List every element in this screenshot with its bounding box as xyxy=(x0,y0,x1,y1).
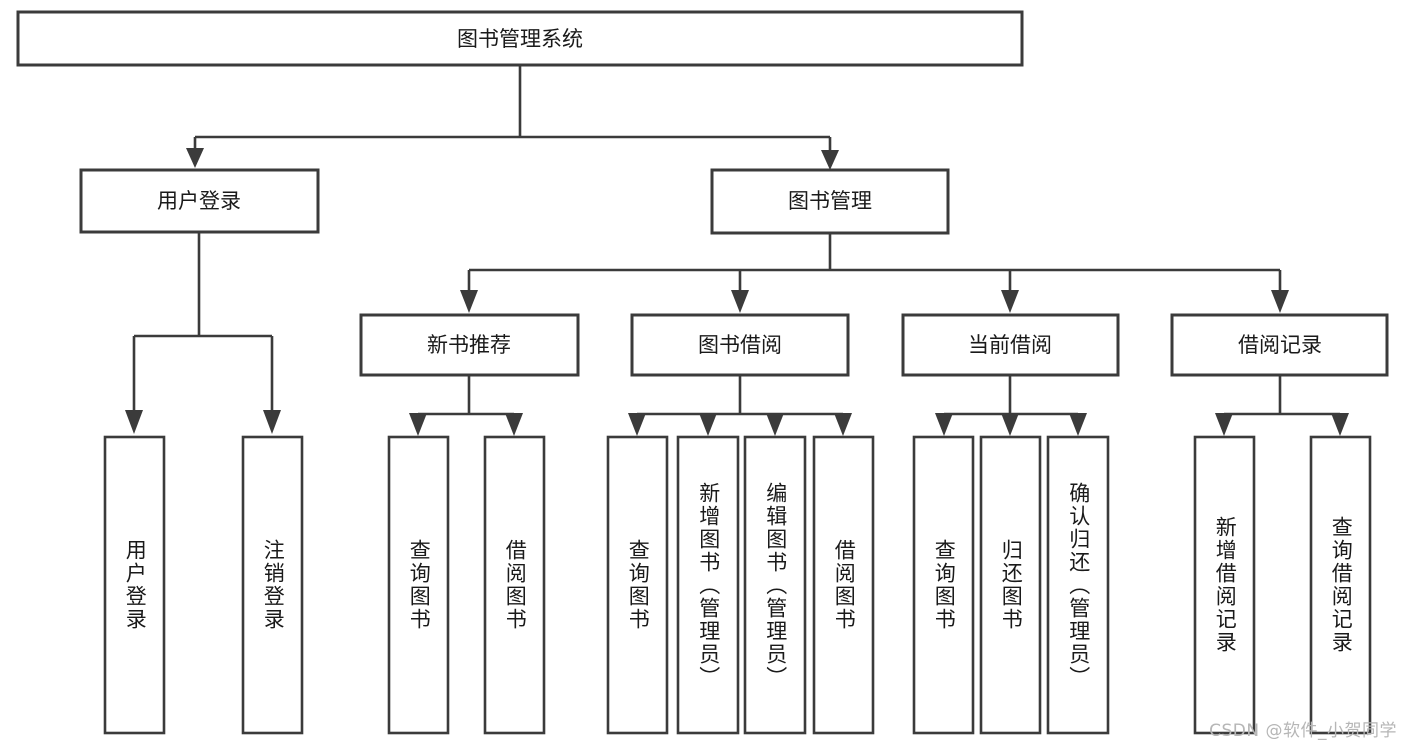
leaf-box-user-login-2[interactable] xyxy=(241,435,304,735)
arrow-head-book-borrow xyxy=(731,290,749,313)
leaf-box-current-borrow-2[interactable] xyxy=(979,435,1042,735)
node-book-management[interactable]: 图书管理 xyxy=(710,168,950,235)
arrow-head-book-mgmt xyxy=(821,150,839,170)
arrow-head-bb-leaf-3 xyxy=(766,413,784,436)
node-root-box xyxy=(16,10,1024,67)
arrow-head-bb-leaf-1 xyxy=(628,413,646,436)
arrow-head-br-leaf-2 xyxy=(1331,413,1349,436)
leaf-box-new-book-recommend-1[interactable] xyxy=(387,435,450,735)
arrow-head-user-login xyxy=(186,148,204,168)
node-borrow-record[interactable]: 借阅记录 xyxy=(1170,313,1389,377)
leaf-box-book-borrow-3[interactable] xyxy=(743,435,807,735)
leaf-box-user-login-1[interactable] xyxy=(103,435,166,735)
leaf-box-new-book-recommend-2[interactable] xyxy=(483,435,546,735)
node-new-book-recommend-label: 新书推荐 xyxy=(427,333,511,357)
node-new-book-recommend[interactable]: 新书推荐 xyxy=(359,313,580,377)
arrow-head-br-leaf-1 xyxy=(1215,413,1233,436)
leaf-box-borrow-record-1[interactable] xyxy=(1193,435,1256,735)
node-borrow-record-box xyxy=(1170,313,1389,377)
node-user-login[interactable]: 用户登录 xyxy=(79,168,320,234)
node-user-login-label: 用户登录 xyxy=(157,189,241,213)
node-current-borrow-box xyxy=(901,313,1120,377)
arrow-head-borrow-record xyxy=(1271,290,1289,313)
arrow-head-nbr-leaf-2 xyxy=(505,413,523,436)
arrow-head-new-book-recommend xyxy=(460,290,478,313)
csdn-watermark: CSDN @软件_小贺同学 xyxy=(1209,721,1397,741)
node-book-management-label: 图书管理 xyxy=(788,189,872,213)
arrow-head-current-borrow xyxy=(1001,290,1019,313)
leaf-box-book-borrow-4[interactable] xyxy=(812,435,875,735)
leaf-box-book-borrow-1[interactable] xyxy=(606,435,669,735)
arrow-head-user-login-leaf-1 xyxy=(125,410,143,434)
node-root[interactable]: 图书管理系统 xyxy=(16,10,1024,67)
arrow-head-cb-leaf-3 xyxy=(1069,413,1087,436)
arrow-head-user-login-leaf-2 xyxy=(263,410,281,434)
node-new-book-recommend-box xyxy=(359,313,580,377)
node-current-borrow-label: 当前借阅 xyxy=(968,333,1052,357)
arrow-head-cb-leaf-1 xyxy=(935,413,953,436)
node-current-borrow[interactable]: 当前借阅 xyxy=(901,313,1120,377)
arrow-head-bb-leaf-2 xyxy=(699,413,717,436)
leaf-box-borrow-record-2[interactable] xyxy=(1309,435,1372,735)
node-book-borrow[interactable]: 图书借阅 xyxy=(630,313,850,377)
node-book-borrow-label: 图书借阅 xyxy=(698,333,782,357)
node-root-label: 图书管理系统 xyxy=(457,27,583,51)
arrow-head-nbr-leaf-1 xyxy=(409,413,427,436)
node-borrow-record-label: 借阅记录 xyxy=(1238,333,1322,357)
arrow-head-cb-leaf-2 xyxy=(1001,413,1019,436)
arrow-head-bb-leaf-4 xyxy=(834,413,852,436)
leaf-box-current-borrow-1[interactable] xyxy=(912,435,975,735)
leaf-box-current-borrow-3[interactable] xyxy=(1046,435,1110,735)
node-book-borrow-box xyxy=(630,313,850,377)
node-book-management-box xyxy=(710,168,950,235)
leaf-box-book-borrow-2[interactable] xyxy=(676,435,740,735)
